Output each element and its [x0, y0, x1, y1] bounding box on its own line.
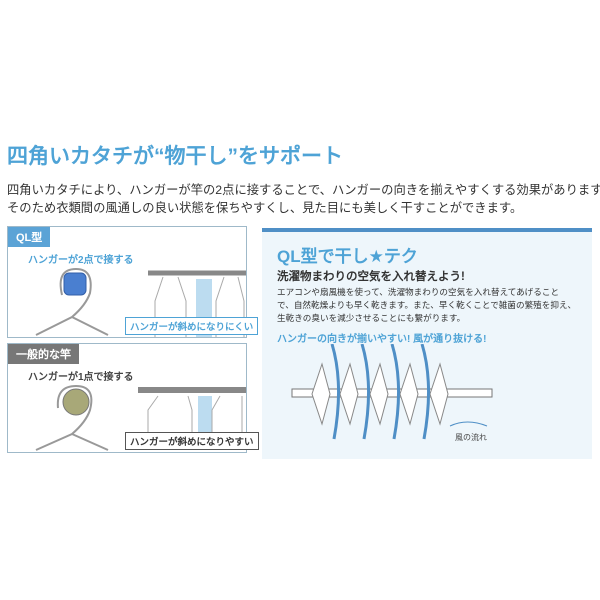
wind-label: 風の流れ [455, 433, 487, 442]
general-tag: 一般的な竿 [8, 344, 79, 364]
intro-line-2: そのため衣類間の風通しの良い状態を保ちやすくし、見た目にも美しく干すことができま… [7, 201, 523, 215]
tips-panel: QL型で干し★テク 洗濯物まわりの空気を入れ替えよう! エアコンや扇風機を使って… [262, 228, 592, 459]
page-title: 四角いカタチが“物干し”をサポート [7, 145, 343, 168]
airflow-illustration [291, 344, 493, 440]
general-note: ハンガーが斜めになりやすい [125, 432, 259, 450]
general-callout: ハンガーが1点で接する [28, 372, 134, 383]
ql-tag: QL型 [8, 227, 51, 247]
tips-body-3: 生乾きの臭いを減少させることにも繋がります。 [277, 313, 466, 323]
general-comparison-panel: 一般的な竿 ハンガーが1点で接する ハンガーが斜めになりやすい [7, 343, 259, 453]
tips-highlight: ハンガーの向きが揃いやすい! 風が通り抜ける! [277, 334, 487, 345]
tips-subtitle: 洗濯物まわりの空気を入れ替えよう! [277, 271, 465, 283]
ql-note: ハンガーが斜めになりにくい [125, 317, 259, 335]
tips-body-1: エアコンや扇風機を使って、洗濯物まわりの空気を入れ替えてあげること [277, 287, 560, 297]
general-hanger-illustration [35, 384, 246, 451]
tips-body-2: で、自然乾燥よりも早く乾きます。また、早く乾くことで雑菌の繁殖を抑え、 [277, 300, 577, 310]
ql-comparison-panel: QL型 ハンガーが2点で接する ハンガーが斜めになりにくい [7, 226, 259, 338]
ql-callout: ハンガーが2点で接する [28, 255, 134, 266]
intro-line-1: 四角いカタチにより、ハンガーが竿の2点に接することで、ハンガーの向きを揃えやすく… [7, 183, 600, 197]
tips-title: QL型で干し★テク [277, 247, 418, 266]
